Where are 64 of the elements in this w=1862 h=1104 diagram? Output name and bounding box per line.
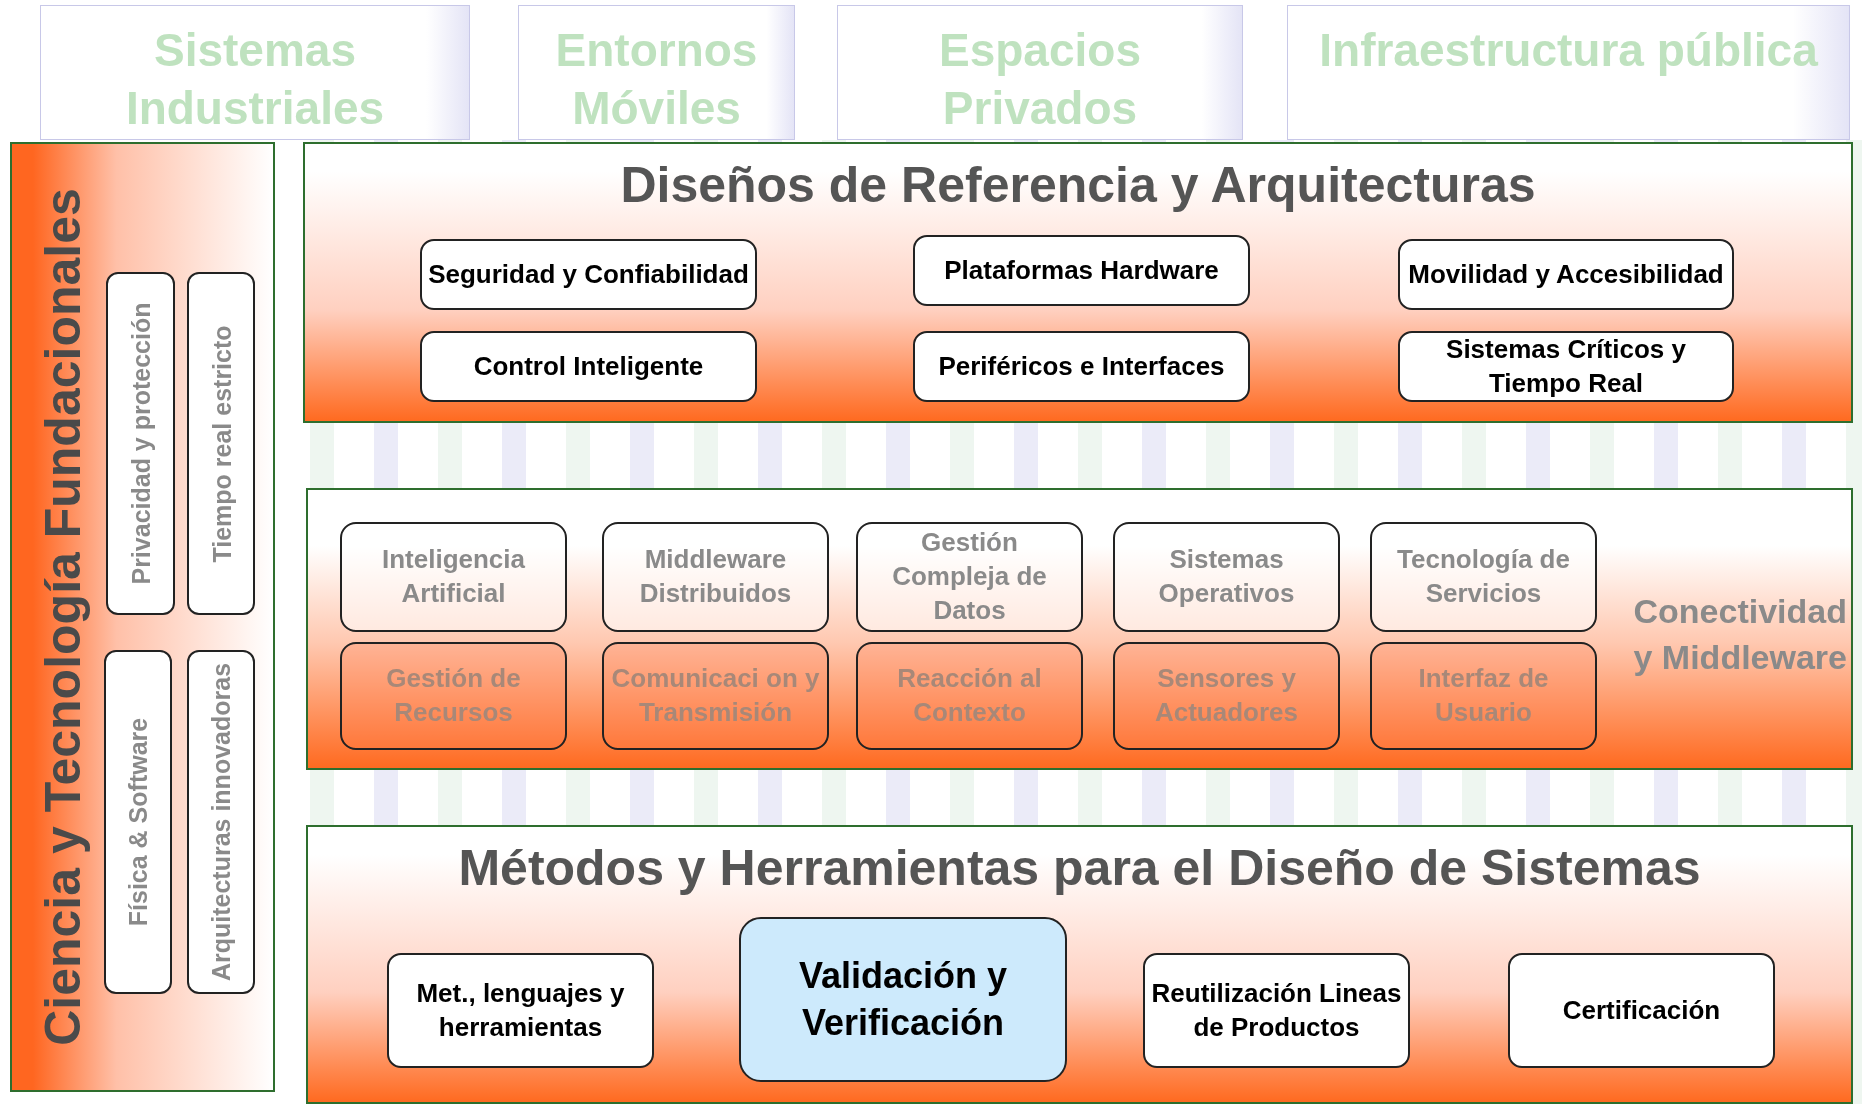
box-label: Privacidad y protección xyxy=(125,301,156,587)
box-label: Sistemas Industriales xyxy=(124,23,386,136)
box-label: Certificación xyxy=(1561,993,1722,1027)
category-header xyxy=(1287,5,1850,140)
box-label: Periféricos e Interfaces xyxy=(937,349,1226,383)
box-label: Validación y Verificación xyxy=(797,953,1009,1045)
topic-box xyxy=(602,522,829,632)
box-label: Interfaz de Usuario xyxy=(1417,662,1550,729)
topic-box xyxy=(340,642,567,750)
box-label: Met., lenguajes y herramientas xyxy=(415,976,626,1044)
box-label: Gestión Compleja de Datos xyxy=(891,526,1048,627)
side-panel xyxy=(10,142,275,1092)
topic-box xyxy=(1508,953,1775,1068)
topic-box xyxy=(187,650,255,994)
box-label: Comunicaci on y Transmisión xyxy=(610,662,821,729)
highlighted-topic-box xyxy=(739,917,1067,1082)
panel-title: Diseños de Referencia y Arquitecturas xyxy=(619,156,1537,215)
topic-box xyxy=(856,642,1083,750)
box-label: Espacios Privados xyxy=(938,23,1142,136)
box-label: Sensores y Actuadores xyxy=(1153,662,1299,729)
panel-title: Métodos y Herramientas para el Diseño de Sistemas xyxy=(457,839,1702,898)
box-label: Reacción al Contexto xyxy=(896,662,1043,729)
topic-box xyxy=(856,522,1083,632)
topic-box xyxy=(187,272,255,615)
category-header xyxy=(518,5,795,140)
box-label: Entornos Móviles xyxy=(554,23,759,136)
topic-box xyxy=(1113,642,1340,750)
topic-box xyxy=(340,522,567,632)
topic-box xyxy=(106,272,175,615)
category-header xyxy=(837,5,1243,140)
topic-box xyxy=(420,331,757,402)
layer-panel xyxy=(303,142,1853,423)
box-label: Sistemas Críticos y Tiempo Real xyxy=(1445,333,1687,400)
topic-box xyxy=(1398,239,1734,310)
topic-box xyxy=(602,642,829,750)
box-label: Sistemas Operativos xyxy=(1157,543,1296,610)
box-label: Física & Software xyxy=(123,716,153,929)
topic-box xyxy=(104,650,172,994)
layer-panel xyxy=(306,825,1853,1104)
category-header xyxy=(40,5,470,140)
box-label: Reutilización Lineas de Productos xyxy=(1150,976,1403,1044)
panel-title: Conectividad y Middleware xyxy=(1632,591,1847,678)
box-label: Gestión de Recursos xyxy=(385,662,522,729)
topic-box xyxy=(913,235,1250,306)
box-label: Tecnología de Servicios xyxy=(1396,543,1571,610)
box-label: Middleware Distribuidos xyxy=(638,543,793,610)
topic-box xyxy=(913,331,1250,402)
topic-box xyxy=(1143,953,1410,1068)
box-label: Control Inteligente xyxy=(472,349,705,383)
box-label: Plataformas Hardware xyxy=(943,253,1220,287)
topic-box xyxy=(1398,331,1734,402)
panel-title: Ciencia y Tecnología Fundacionales xyxy=(34,187,92,1048)
box-label: Infraestructura pública xyxy=(1318,23,1819,78)
box-label: Tiempo real estricto xyxy=(206,323,237,565)
topic-box xyxy=(1370,522,1597,632)
box-label: Seguridad y Confiabilidad xyxy=(427,257,750,291)
topic-box xyxy=(387,953,654,1068)
box-label: Arquitecturas innovadoras xyxy=(206,661,236,984)
layer-panel xyxy=(306,488,1853,770)
box-label: Inteligencia Artificial xyxy=(380,543,526,610)
topic-box xyxy=(1370,642,1597,750)
box-label: Movilidad y Accesibilidad xyxy=(1407,257,1725,291)
topic-box xyxy=(1113,522,1340,632)
topic-box xyxy=(420,239,757,310)
